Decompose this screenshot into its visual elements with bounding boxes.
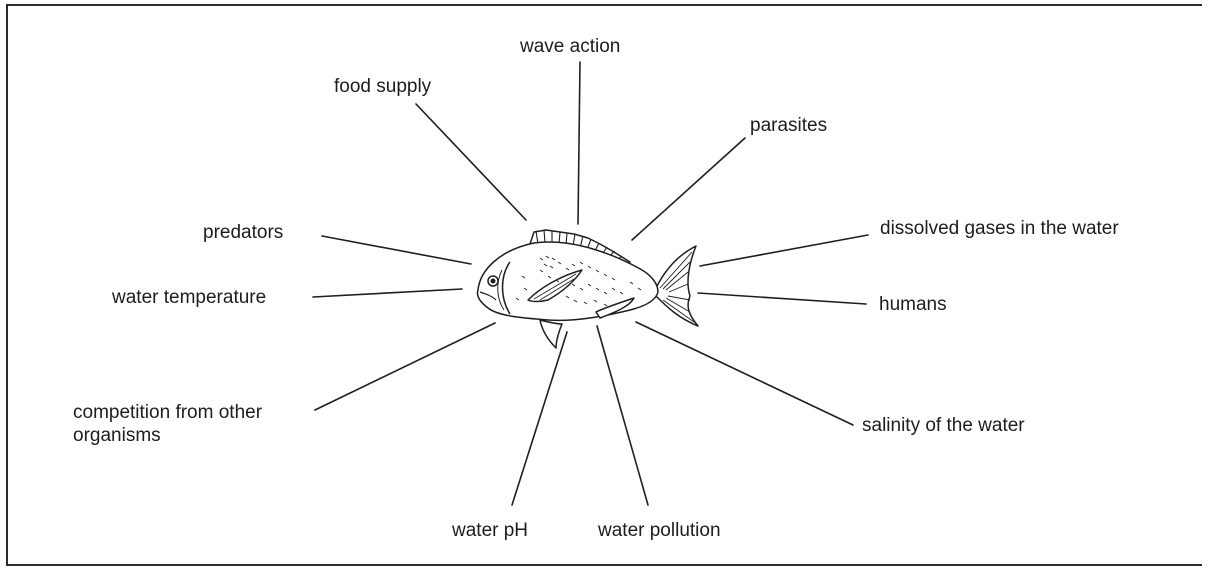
connector-wave-action: [578, 62, 580, 224]
label-water-ph: water pH: [452, 519, 528, 542]
connector-parasites: [632, 138, 745, 240]
connector-dissolved-gases: [700, 235, 868, 266]
connector-salinity: [636, 322, 853, 425]
label-dissolved-gases: dissolved gases in the water: [880, 217, 1119, 240]
label-wave-action: wave action: [520, 35, 620, 58]
connector-water-temperature: [313, 289, 462, 297]
label-predators: predators: [203, 221, 283, 244]
connector-predators: [322, 236, 471, 264]
connector-humans: [698, 293, 866, 304]
label-water-pollution: water pollution: [598, 519, 721, 542]
connector-competition: [315, 323, 495, 410]
label-humans: humans: [879, 293, 947, 316]
connector-water-pollution: [597, 326, 648, 505]
label-salinity: salinity of the water: [862, 414, 1025, 437]
connector-food-supply: [416, 104, 526, 220]
label-competition: competition from other organisms: [73, 401, 325, 447]
label-parasites: parasites: [750, 114, 827, 137]
connector-water-ph: [512, 332, 567, 505]
fish-pelvic-fin: [540, 320, 562, 348]
label-food-supply: food supply: [334, 75, 431, 98]
fish-illustration: [477, 230, 698, 348]
label-water-temperature: water temperature: [112, 286, 266, 309]
